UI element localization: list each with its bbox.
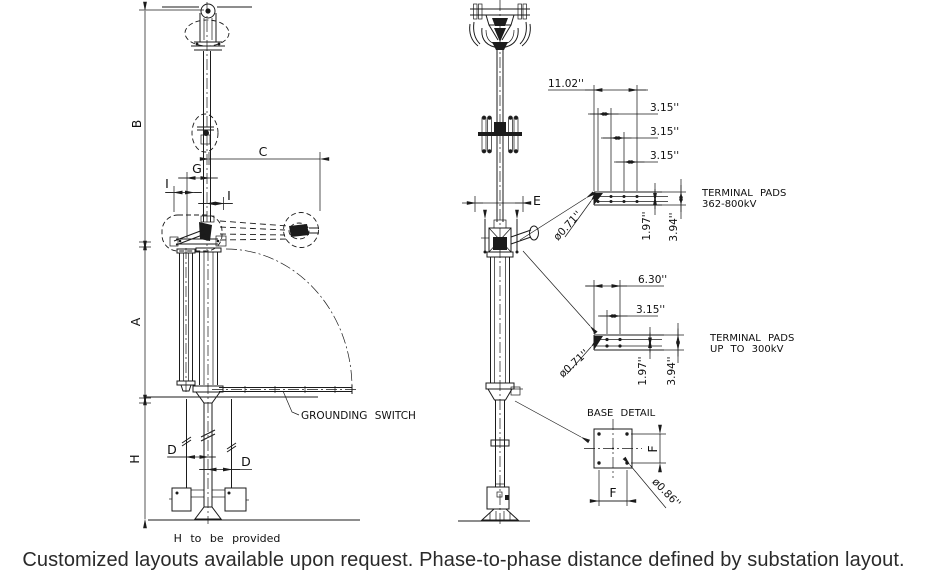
caption-text: Customized layouts available upon reques… xyxy=(22,549,905,571)
hinge-assembly xyxy=(481,219,539,253)
top-contact-assembly xyxy=(162,3,252,51)
terminal-pads-low-detail: 6.30'' 3.15'' 1.97'' 3.94'' ø0.71'' TERM… xyxy=(557,274,795,386)
support-structure xyxy=(144,391,360,521)
dim-label-g: G xyxy=(192,161,202,176)
pad-low-title-1: TERMINAL PADS xyxy=(709,333,794,344)
side-view-drawing: E xyxy=(458,0,598,524)
base-dim-hole-dia: ø0.86'' xyxy=(649,476,682,510)
mid-contact-cluster xyxy=(478,115,522,154)
front-view-drawing: B A H xyxy=(127,1,416,545)
pad-high-dim-overall: 11.02'' xyxy=(548,78,584,90)
dim-label-d-left: D xyxy=(167,442,177,457)
pad-low-dim-spacing: 3.15'' xyxy=(636,304,665,316)
side-insulator-column xyxy=(485,251,523,396)
dim-label-d-right: D xyxy=(241,454,251,469)
pad-high-dim-spacing-3: 3.15'' xyxy=(650,150,679,162)
pad-high-dim-spacing-1: 3.15'' xyxy=(650,102,679,114)
side-pedestal xyxy=(458,388,530,522)
dim-label-i-left: I xyxy=(165,176,169,191)
base-dim-f-vertical: F xyxy=(645,445,660,452)
pad-high-title-2: 362-800kV xyxy=(702,199,757,210)
blade-arm-ghost xyxy=(219,212,319,248)
pad-low-title-2: UP TO 300kV xyxy=(710,344,784,355)
dim-label-c: C xyxy=(259,144,268,159)
pad-high-dim-height: 3.94'' xyxy=(668,212,680,241)
pad-high-title-1: TERMINAL PADS xyxy=(701,188,786,199)
base-detail-drawing: BASE DETAIL F F ø0.86'' xyxy=(584,408,683,510)
base-detail-title: BASE DETAIL xyxy=(587,408,656,419)
dim-label-e: E xyxy=(533,193,541,208)
dim-label-a: A xyxy=(128,317,143,326)
pad-high-dim-hole-dia: ø0.71'' xyxy=(551,209,584,243)
insulator-columns xyxy=(176,247,224,393)
dim-label-i-right: I xyxy=(227,188,231,203)
pivot-assembly xyxy=(161,214,227,252)
pad-low-dim-overall: 6.30'' xyxy=(638,274,667,286)
technical-drawing: B A H xyxy=(127,0,795,545)
pad-high-dim-spacing-2: 3.15'' xyxy=(650,126,679,138)
footnote: H to be provided xyxy=(174,532,281,545)
pad-high-dim-row-spacing: 1.97'' xyxy=(641,211,653,240)
dim-label-b: B xyxy=(129,120,144,129)
dim-label-h: H xyxy=(127,454,142,463)
pad-low-dim-row-spacing: 1.97'' xyxy=(637,356,649,385)
grounding-switch-label: GROUNDING SWITCH xyxy=(301,410,416,422)
pad-low-dim-height: 3.94'' xyxy=(666,356,678,385)
terminal-pads-high-detail: 11.02'' 3.15'' 3.15'' 3.15'' 1.97'' xyxy=(548,78,786,243)
mid-hinge xyxy=(191,113,219,153)
pad-low-dim-hole-dia: ø0.71'' xyxy=(557,347,591,380)
base-dim-f-horizontal: F xyxy=(609,485,616,500)
grounding-switch: GROUNDING SWITCH xyxy=(212,248,416,422)
top-catch-assembly xyxy=(469,3,531,50)
